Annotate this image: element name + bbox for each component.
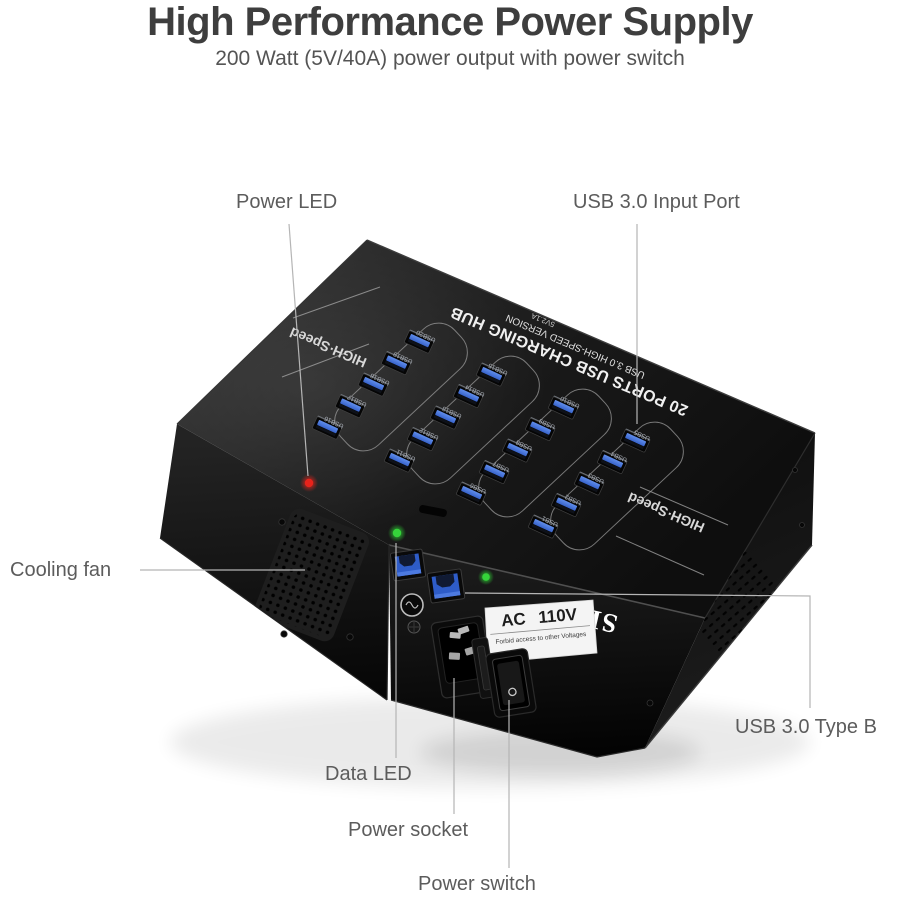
- chassis-screws: [278, 467, 805, 707]
- front-status-led: [478, 569, 494, 585]
- top-face-slot: [419, 505, 447, 517]
- page-subtitle: 200 Watt (5V/40A) power output with powe…: [215, 47, 685, 70]
- callout-usb-input-port: USB 3.0 Input Port: [573, 191, 740, 213]
- usb-type-b-port-1: [389, 548, 427, 582]
- cooling-vent-left: [254, 508, 370, 642]
- callout-data-led: Data LED: [325, 763, 412, 785]
- callout-usb-type-b: USB 3.0 Type B: [735, 716, 877, 738]
- callout-power-socket: Power socket: [348, 819, 469, 841]
- callout-power-led: Power LED: [236, 191, 338, 213]
- usb-port-array: USB20 USB19 USB18 USB17 USB16 USB15 USB1…: [311, 328, 651, 540]
- power-switch-rocker: [485, 648, 537, 718]
- callout-power-switch: Power switch: [418, 873, 536, 895]
- callout-line-usb-type-b: [464, 592, 811, 708]
- certification-mark-icon: [400, 593, 424, 617]
- callout-cooling-fan: Cooling fan: [10, 559, 112, 581]
- callout-lines: [140, 223, 811, 868]
- usb-type-b-port-2: [426, 568, 466, 604]
- ac-rating-label: AC 110V Forbid access to other Voltages: [484, 599, 598, 664]
- page-title: High Performance Power Supply: [147, 0, 753, 44]
- port-group-outlines: [334, 322, 684, 551]
- power-led: [300, 474, 318, 492]
- chassis-screw-front: [407, 620, 421, 634]
- data-led: [388, 524, 406, 542]
- top-face-accent-lines: [281, 286, 729, 576]
- callout-line-power-led: [288, 223, 309, 477]
